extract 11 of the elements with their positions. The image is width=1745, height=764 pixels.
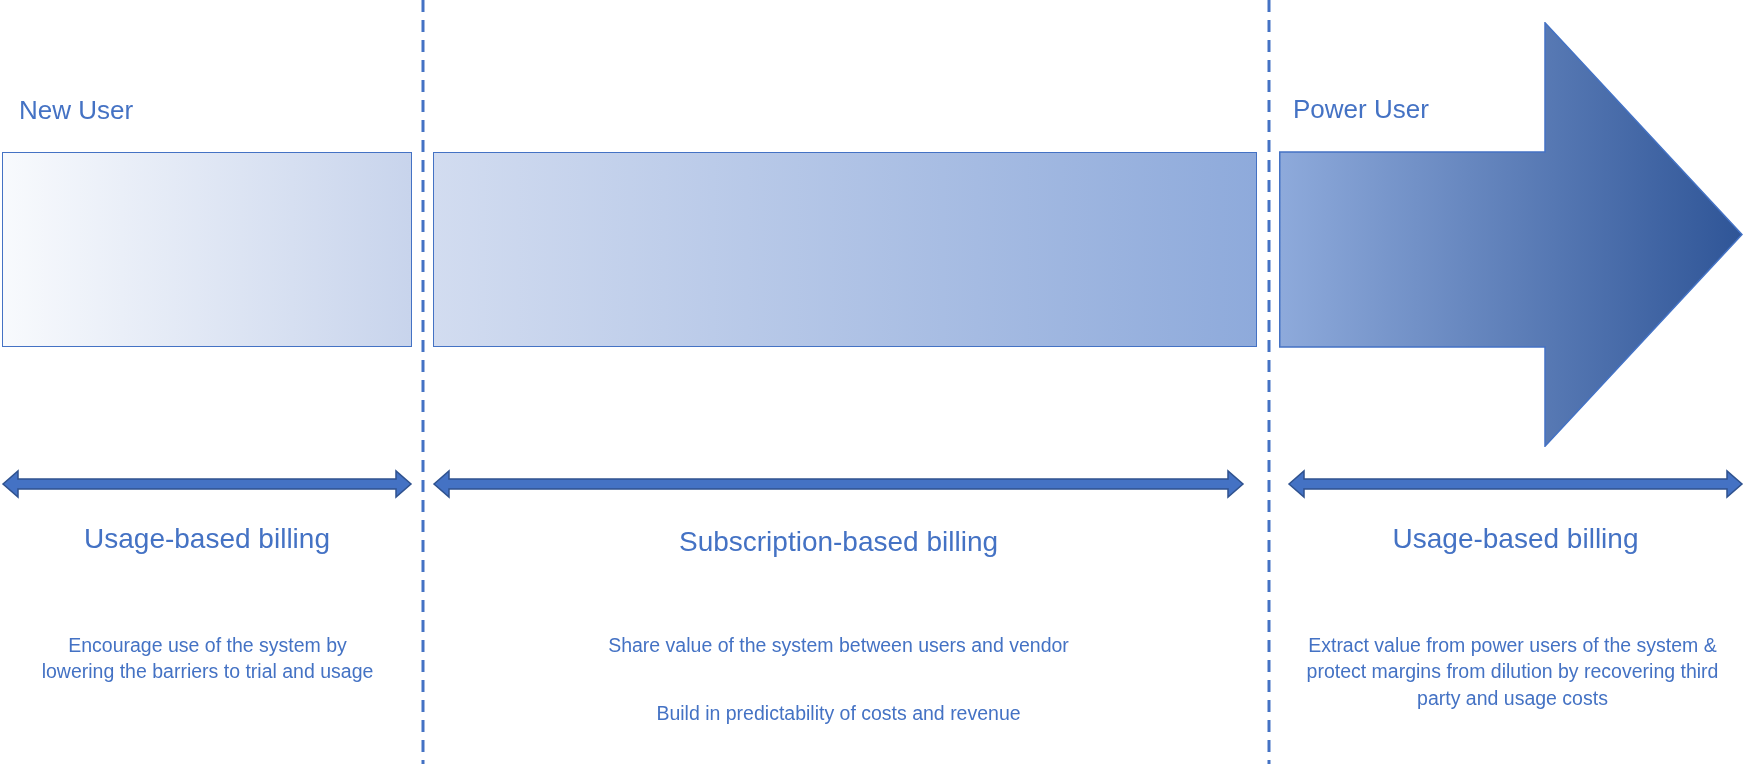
description-text: Build in predictability of costs and revenue (655, 701, 1022, 726)
billing-label: Usage-based billing (1391, 522, 1640, 556)
description-text: Share value of the system between users and vendor (607, 633, 1070, 658)
description-text: Encourage use of the system by lowering the barriers to trial and usage (40, 633, 375, 685)
gradient-bar (433, 152, 1257, 347)
description-text: Extract value from power users of the system & protect margins from dilution by recovering third party and usage costs (1305, 633, 1720, 711)
billing-label: Subscription-based billing (677, 525, 1000, 559)
billing-label: Usage-based billing (83, 522, 331, 556)
block-arrow (1279, 22, 1743, 447)
stage-heading: Power User (1293, 94, 1429, 125)
stage-heading: New User (19, 95, 134, 126)
